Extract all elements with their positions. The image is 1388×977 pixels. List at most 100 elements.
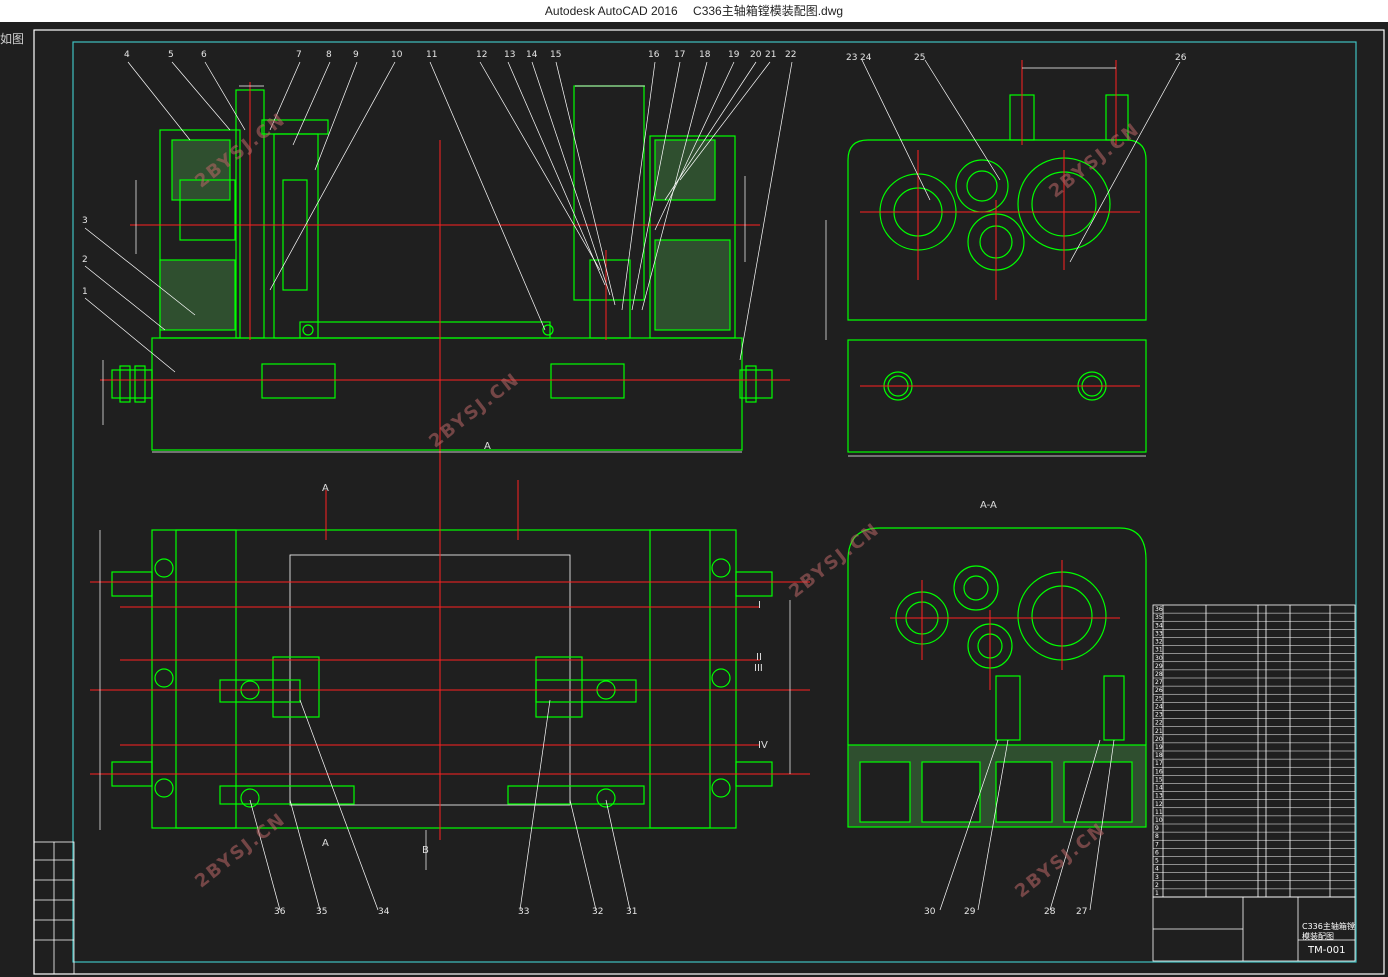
part-number-callout: 36 <box>274 907 286 917</box>
bom-row-number: 4 <box>1155 866 1159 873</box>
part-number-callout: 29 <box>964 907 976 917</box>
part-number-callout: 15 <box>550 50 562 60</box>
axis-label-2: II <box>756 652 762 663</box>
side-view-centerlines <box>860 60 1140 387</box>
bom-row-number: 31 <box>1155 647 1163 654</box>
title-block-name: C336主轴箱镗 模装配图 <box>1302 922 1355 942</box>
bom-row-number: 22 <box>1155 720 1163 727</box>
part-number-callout: 17 <box>674 50 686 60</box>
part-number-callout: 20 <box>750 50 762 60</box>
file-name: C336主轴箱镗模装配图.dwg <box>693 4 844 18</box>
part-number-callout: 16 <box>648 50 660 60</box>
bom-row-number: 5 <box>1155 858 1159 865</box>
bom-row-number: 1 <box>1155 890 1159 897</box>
bom-row-number: 23 <box>1155 712 1163 719</box>
title-line-1: C336主轴箱镗 <box>1302 922 1355 931</box>
bom-row-number: 9 <box>1155 825 1159 832</box>
bom-row-number: 7 <box>1155 841 1159 848</box>
part-number-callout: 4 <box>124 50 130 60</box>
part-number-callout: 31 <box>626 907 638 917</box>
part-number-callout: 9 <box>353 50 359 60</box>
datum-b-marker: B <box>422 845 429 856</box>
part-number-callout: 32 <box>592 907 604 917</box>
front-view-dims <box>102 85 746 453</box>
bom-row-number: 35 <box>1155 614 1163 621</box>
part-number-callout: 26 <box>1175 53 1187 63</box>
bom-row-number: 12 <box>1155 801 1163 808</box>
knob-right-front <box>739 365 773 403</box>
datum-a-marker: A <box>484 441 491 452</box>
bom-row-number: 32 <box>1155 639 1163 646</box>
part-number-callout: 24 <box>860 53 872 63</box>
axis-label-1: I <box>758 600 761 611</box>
bom-row-number: 14 <box>1155 785 1163 792</box>
section-leaders <box>939 739 1115 911</box>
drawing-code: TM-001 <box>1308 945 1346 956</box>
part-number-callout: 5 <box>168 50 174 60</box>
part-number-callout: 11 <box>426 50 438 60</box>
section-view <box>847 527 1147 828</box>
bom-rows: 3635343332313029282726252423222120191817… <box>1153 606 1355 898</box>
part-number-callout: 25 <box>914 53 926 63</box>
axis-label-3: III <box>754 663 763 674</box>
app-title: Autodesk AutoCAD 2016 <box>544 4 678 18</box>
bom-row-number: 11 <box>1155 809 1163 816</box>
bom-row-number: 6 <box>1155 849 1159 856</box>
bom-row-number: 16 <box>1155 768 1163 775</box>
part-number-callout: 23 <box>846 53 858 63</box>
bom-row-number: 36 <box>1155 606 1163 613</box>
knob-left-front <box>111 365 153 403</box>
bom-row-number: 15 <box>1155 776 1163 783</box>
title-line-2: 模装配图 <box>1302 932 1334 941</box>
bom-row-number: 17 <box>1155 760 1163 767</box>
part-number-callout: 14 <box>526 50 538 60</box>
plan-view-leaders <box>99 530 791 911</box>
bom-row-number: 24 <box>1155 703 1163 710</box>
leader-lines-top <box>84 61 793 373</box>
part-number-callout: 3 <box>82 216 88 226</box>
bom-table <box>1152 604 1356 962</box>
bom-row-number: 26 <box>1155 687 1163 694</box>
bom-row-number: 19 <box>1155 744 1163 751</box>
revision-block <box>33 841 75 975</box>
part-number-callout: 2 <box>82 255 88 265</box>
part-number-callout: 30 <box>924 907 936 917</box>
bom-row-number: 8 <box>1155 833 1159 840</box>
part-number-callout: 28 <box>1044 907 1056 917</box>
bom-row-number: 13 <box>1155 793 1163 800</box>
section-mark-top: A <box>322 483 329 494</box>
plan-view <box>111 529 773 829</box>
part-number-callout: 22 <box>785 50 797 60</box>
bom-row-number: 21 <box>1155 728 1163 735</box>
part-number-callout: 27 <box>1076 907 1088 917</box>
side-panel-tag[interactable]: 如图 <box>0 32 25 46</box>
inner-frame <box>72 41 1357 963</box>
bom-row-number: 34 <box>1155 622 1163 629</box>
window-title-bar: Autodesk AutoCAD 2016 C336主轴箱镗模装配图.dwg <box>0 0 1388 22</box>
bom-row-number: 2 <box>1155 882 1159 889</box>
part-number-callout: 12 <box>476 50 488 60</box>
outer-frame <box>33 29 1385 975</box>
part-number-callout: 1 <box>82 287 88 297</box>
bom-row-number: 10 <box>1155 817 1163 824</box>
bom-row-number: 18 <box>1155 752 1163 759</box>
part-number-callout: 33 <box>518 907 530 917</box>
part-number-callout: 21 <box>765 50 777 60</box>
part-number-callout: 34 <box>378 907 390 917</box>
bom-row-number: 25 <box>1155 695 1163 702</box>
part-number-callout: 10 <box>391 50 403 60</box>
section-title: A-A <box>980 500 997 511</box>
side-view-dims <box>825 59 1181 457</box>
part-number-callout: 7 <box>296 50 302 60</box>
part-number-callout: 6 <box>201 50 207 60</box>
bom-row-number: 3 <box>1155 874 1159 881</box>
front-view-centerlines <box>100 82 790 470</box>
bom-row-number: 29 <box>1155 663 1163 670</box>
part-number-callout: 19 <box>728 50 740 60</box>
bom-row-number: 33 <box>1155 630 1163 637</box>
plan-view-centerlines <box>90 470 810 840</box>
section-centerlines <box>890 560 1120 690</box>
bom-row-number: 30 <box>1155 655 1163 662</box>
part-number-callout: 18 <box>699 50 711 60</box>
